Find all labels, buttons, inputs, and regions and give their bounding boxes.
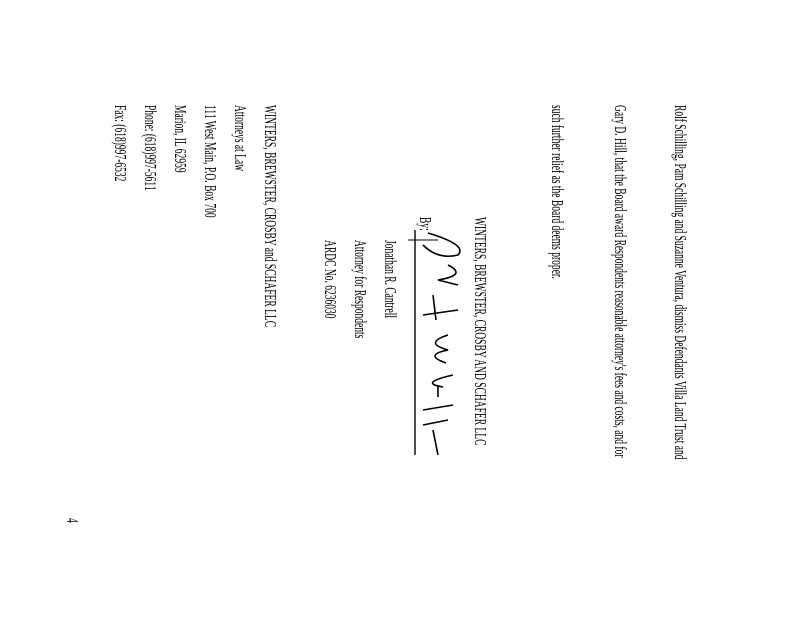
ardc-number: ARDC No. 6236030 <box>321 240 340 319</box>
body-line-1: Rolf Schilling, Pam Schilling and Suzann… <box>671 105 690 460</box>
address-city: Marion, IL 62959 <box>171 105 190 173</box>
address-fax: Fax: (618)997-6532 <box>111 105 130 182</box>
body-line-2: Gary D. Hill, that the Board award Respo… <box>611 105 630 458</box>
handwritten-signature <box>408 230 461 455</box>
address-firm-name: WINTERS, BREWSTER, CROSBY and SCHAFER LL… <box>261 105 280 328</box>
address-subtitle: Attorneys at Law <box>231 105 250 172</box>
address-phone: Phone: (618)997-5611 <box>141 105 160 191</box>
page-number: 4 <box>63 518 82 523</box>
address-street: 111 West Main, P.O. Box 700 <box>201 105 220 218</box>
signer-role: Attorney for Respondents <box>351 240 370 339</box>
signer-name: Jonathan R. Cantrell <box>381 240 400 318</box>
body-line-3: such further relief as the Board deems p… <box>548 105 567 279</box>
